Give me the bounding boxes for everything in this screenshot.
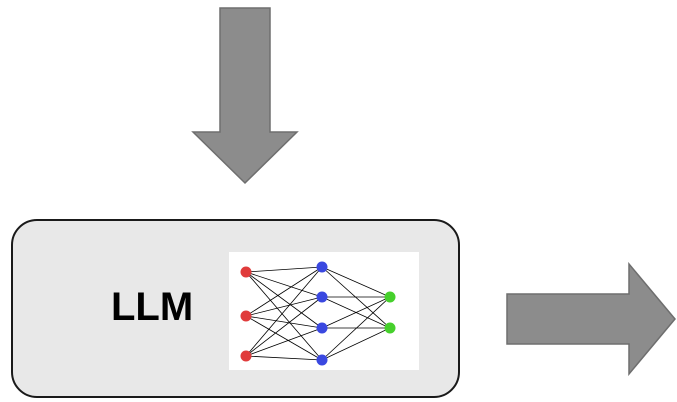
network-edge xyxy=(245,266,323,273)
llm-box: LLM xyxy=(11,219,460,398)
network-node-input xyxy=(240,266,252,278)
network-edge xyxy=(245,327,323,357)
network-edge xyxy=(245,315,323,361)
network-edge xyxy=(321,266,391,298)
neural-network-icon xyxy=(240,261,396,366)
network-node-output xyxy=(384,291,396,303)
network-node-hidden xyxy=(316,354,328,366)
network-node-hidden xyxy=(316,291,328,303)
arrow-right-icon xyxy=(506,262,676,376)
network-node-input xyxy=(240,350,252,362)
network-node-hidden xyxy=(316,261,328,273)
network-edge xyxy=(245,266,323,357)
llm-label: LLM xyxy=(111,285,194,329)
neural-network-panel xyxy=(229,252,419,370)
network-edge xyxy=(321,266,391,329)
arrow-right-shape xyxy=(506,262,676,376)
network-edge xyxy=(245,355,323,361)
arrow-down-shape xyxy=(191,7,299,185)
network-edge xyxy=(245,271,323,329)
arrow-down-icon xyxy=(191,7,299,185)
network-edge xyxy=(245,271,323,298)
network-edge xyxy=(245,266,323,317)
network-node-hidden xyxy=(316,322,328,334)
network-edge xyxy=(245,271,323,361)
network-edge xyxy=(321,327,391,361)
network-edge xyxy=(245,296,323,317)
network-edge xyxy=(245,315,323,329)
network-edge xyxy=(321,296,391,361)
network-edge xyxy=(245,296,323,357)
network-node-output xyxy=(384,322,396,334)
network-edge xyxy=(321,296,391,329)
network-node-input xyxy=(240,310,252,322)
